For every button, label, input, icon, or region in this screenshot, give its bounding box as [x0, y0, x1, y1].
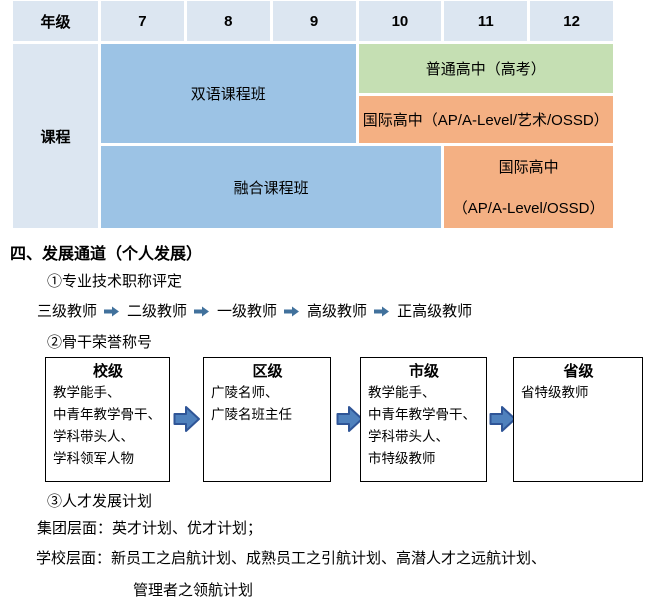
- section-title: 四、发展通道（个人发展）: [10, 246, 203, 263]
- cell-intl-highschool: 国际高中 （AP/A-Level/OSSD）: [444, 146, 613, 228]
- right-arrow-icon: [194, 306, 210, 317]
- right-arrow-icon: [374, 306, 390, 317]
- table-row-label-course: 课程: [13, 44, 98, 228]
- honor-box-line: 学科领军人物: [53, 451, 134, 466]
- honor-box-title: 校级: [92, 363, 123, 380]
- honor-box-line: 省特级教师: [521, 385, 589, 400]
- item-talent-plans: ③人才发展计划: [47, 493, 153, 510]
- table-header-grade-label: 年级: [13, 1, 98, 41]
- career-step-2: 二级教师: [127, 303, 188, 320]
- table-header-grade-10: 10: [358, 1, 442, 41]
- cell-regular-highschool: 普通高中（高考）: [358, 44, 613, 93]
- honor-box-title: 省级: [563, 363, 594, 380]
- cell-intl-highschool-line2: （AP/A-Level/OSSD）: [452, 200, 605, 217]
- right-block-arrow-icon: [173, 406, 200, 432]
- honor-box-line: 学科带头人、: [368, 429, 449, 444]
- right-block-arrow-icon: [489, 406, 516, 432]
- right-block-arrow-icon: [336, 406, 363, 432]
- honor-box-title: 市级: [408, 363, 439, 380]
- honor-box-title: 区级: [252, 363, 283, 380]
- honor-box-line: 教学能手、: [368, 385, 436, 400]
- career-step-3: 一级教师: [217, 303, 278, 320]
- course-table: 年级 7 8 9 10 11 12 课程 双语课程班 普通高中（高考） 国际高中…: [13, 1, 613, 228]
- honor-box-line: 中青年教学骨干、: [368, 407, 476, 422]
- honor-box-line: 教学能手、: [53, 385, 121, 400]
- group-level-line: 集团层面：英才计划、优才计划；: [37, 520, 263, 537]
- honor-box-line: 市特级教师: [368, 451, 436, 466]
- right-arrow-icon: [104, 306, 120, 317]
- school-level-line-continued: 管理者之领航计划: [133, 582, 254, 599]
- cell-fusion-program: 融合课程班: [101, 146, 442, 228]
- honor-box-line: 广陵名师、: [211, 385, 279, 400]
- table-header-grade-7: 7: [101, 1, 184, 41]
- career-step-4: 高级教师: [307, 303, 368, 320]
- honor-box-district-level: 区级 广陵名师、 广陵名班主任: [203, 357, 331, 482]
- cell-bilingual-program: 双语课程班: [101, 44, 356, 143]
- table-header-grade-9: 9: [272, 1, 356, 41]
- honor-box-line: 广陵名班主任: [211, 407, 292, 422]
- item-honor-titles: ②骨干荣誉称号: [47, 334, 153, 351]
- table-header-grade-8: 8: [186, 1, 270, 41]
- table-header-grade-12: 12: [530, 1, 613, 41]
- table-header-grade-11: 11: [444, 1, 528, 41]
- honor-box-province-level: 省级 省特级教师: [513, 357, 643, 482]
- honor-box-line: 中青年教学骨干、: [53, 407, 161, 422]
- honor-box-line: 学科带头人、: [53, 429, 134, 444]
- career-step-5: 正高级教师: [397, 303, 473, 320]
- item-professional-titles: ①专业技术职称评定: [47, 273, 183, 290]
- career-step-1: 三级教师: [37, 303, 98, 320]
- cell-intl-highschool-line1: 国际高中: [498, 159, 559, 176]
- career-path-line: 三级教师 二级教师 一级教师 高级教师 正高级教师: [37, 300, 472, 321]
- right-arrow-icon: [284, 306, 300, 317]
- cell-intl-highschool-art: 国际高中（AP/A-Level/艺术/OSSD）: [358, 96, 613, 143]
- honor-box-school-level: 校级 教学能手、 中青年教学骨干、 学科带头人、 学科领军人物: [45, 357, 170, 482]
- school-level-line: 学校层面：新员工之启航计划、成熟员工之引航计划、高潜人才之远航计划、: [36, 550, 547, 567]
- honor-box-city-level: 市级 教学能手、 中青年教学骨干、 学科带头人、 市特级教师: [360, 357, 487, 482]
